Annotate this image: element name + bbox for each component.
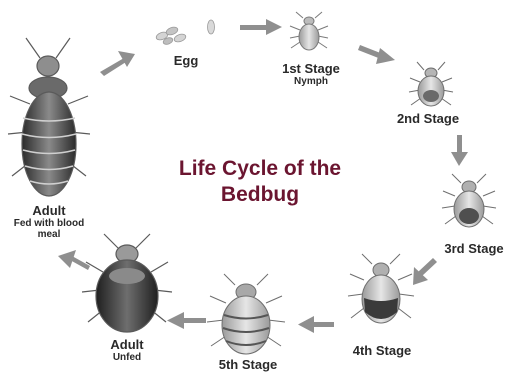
stage-subtitle: Nymph bbox=[276, 76, 346, 87]
stage-name: Adult bbox=[32, 203, 65, 218]
stage-name: 3rd Stage bbox=[444, 241, 503, 256]
arrow-3rd-to-4th-stage bbox=[413, 258, 437, 285]
stage-name: Adult bbox=[110, 337, 143, 352]
stage-label-egg: Egg bbox=[160, 54, 212, 68]
stage-name: Egg bbox=[174, 53, 199, 68]
arrow-5th-to-adult-unfed bbox=[167, 312, 206, 329]
first-stage-nymph-illustration bbox=[290, 12, 328, 50]
arrow-2nd-to-3rd-stage bbox=[451, 135, 468, 166]
stage-label-adult-unfed: Adult Unfed bbox=[96, 338, 158, 363]
stage-label-2nd: 2nd Stage bbox=[390, 112, 466, 126]
arrow-1st-to-2nd-stage bbox=[358, 45, 395, 64]
second-stage-nymph-illustration bbox=[409, 62, 453, 106]
stage-label-adult-fed: Adult Fed with blood meal bbox=[4, 204, 94, 240]
egg-illustration bbox=[155, 20, 214, 46]
fourth-stage-nymph-illustration bbox=[348, 254, 414, 323]
stage-subtitle: Unfed bbox=[96, 352, 158, 363]
stage-label-5th: 5th Stage bbox=[210, 358, 286, 372]
stage-name: 5th Stage bbox=[219, 357, 278, 372]
diagram-title: Life Cycle of the Bedbug bbox=[140, 156, 380, 208]
adult-unfed-illustration bbox=[82, 234, 172, 332]
stage-name: 1st Stage bbox=[282, 61, 340, 76]
arrow-4th-to-5th-stage bbox=[298, 316, 334, 333]
stage-name: 4th Stage bbox=[353, 343, 412, 358]
stage-subtitle: Fed with blood meal bbox=[4, 218, 94, 240]
stage-label-1st: 1st Stage Nymph bbox=[276, 62, 346, 87]
fifth-stage-nymph-illustration bbox=[207, 274, 285, 354]
arrow-egg-to-1st-stage bbox=[240, 19, 282, 35]
third-stage-nymph-illustration bbox=[442, 174, 496, 227]
stage-label-4th: 4th Stage bbox=[344, 344, 420, 358]
stage-name: 2nd Stage bbox=[397, 111, 459, 126]
arrow-adult-unfed-to-adult-fed bbox=[58, 250, 90, 270]
arrow-adult-fed-to-egg bbox=[100, 51, 135, 76]
stage-label-3rd: 3rd Stage bbox=[436, 242, 512, 256]
adult-fed-illustration bbox=[8, 38, 90, 196]
